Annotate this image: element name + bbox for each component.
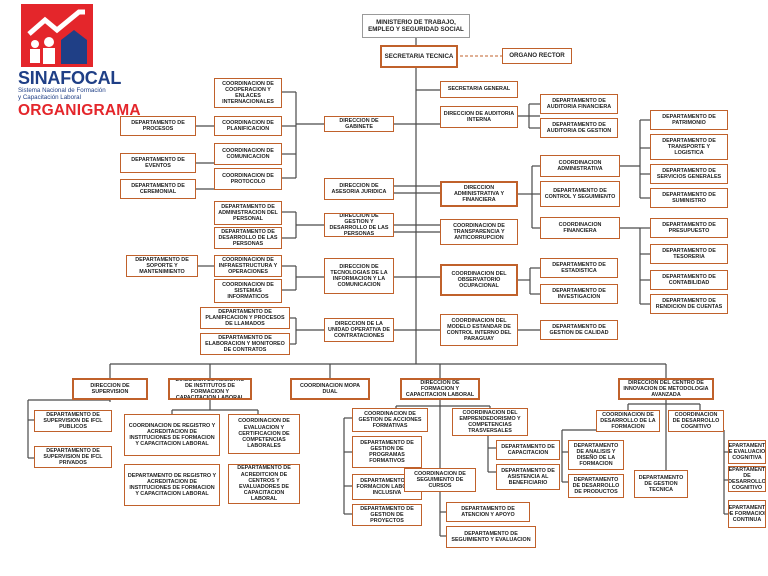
node-dir-gestion-personas: DIRECCION DE GESTION Y DESARROLLO DE LAS… (324, 213, 394, 237)
node-coord-acciones: COORDINACION DE GESTION DE ACCIONES FORM… (352, 408, 428, 432)
node-dir-registro: DIRECCION DE REGISTRO DE INSTITUTOS DE F… (168, 378, 252, 400)
node-dep-investigacion: DEPARTAMENTO DE INVESTIGACION (540, 284, 618, 304)
node-secretaria-general: SECRETARIA GENERAL (440, 81, 518, 98)
node-coord-financiera: COORDINACION FINANCIERA (540, 217, 620, 239)
node-dir-formacion: DIRECCION DE FORMACION Y CAPACITACION LA… (400, 378, 480, 400)
logo-emblem (21, 4, 93, 67)
node-dep-calidad: DEPARTAMENTO DE GESTION DE CALIDAD (540, 320, 618, 340)
node-dep-presupuesto: DEPARTAMENTO DE PRESUPUESTO (650, 218, 728, 238)
node-dep-servicios: DEPARTAMENTO DE SERVICIOS GENERALES (650, 164, 728, 184)
logo-line-2: y Capacitación Laboral (18, 94, 81, 101)
node-coord-seguimiento: COORDINACION DE SEGUIMIENTO DE CURSOS (404, 468, 476, 492)
node-dep-contabilidad: DEPARTAMENTO DE CONTABILIDAD (650, 270, 728, 290)
node-dep-des-cognitivo: DEPARTAMENTO DE DESARROLLO COGNITIVO (728, 466, 766, 492)
node-coord-planificacion: COORDINACION DE PLANIFICACION (214, 116, 282, 136)
node-coord-mopa: COORDINACION MOPA DUAL (290, 378, 370, 400)
node-dep-form-continua: DEPARTAMENTO DE FORMACION CONTINUA (728, 500, 766, 528)
node-dir-gabinete: DIRECCION DE GABINETE (324, 116, 394, 132)
node-dep-transporte: DEPARTAMENTO DE TRANSPORTE Y LOGISTICA (650, 134, 728, 160)
node-dep-estadistica: DEPARTAMENTO DE ESTADISTICA (540, 258, 618, 278)
node-dep-eventos: DEPARTAMENTO DE EVENTOS (120, 153, 196, 173)
node-coord-des-cognitivo: COORDINACION DE DESARROLLO COGNITIVO (668, 410, 724, 432)
page-title: ORGANIGRAMA (18, 102, 141, 119)
node-dep-aud-gestion: DEPARTAMENTO DE AUDITORIA DE GESTION (540, 118, 618, 138)
node-dep-sup-privados: DEPARTAMENTO DE SUPERVISION DE IFCL PRIV… (34, 446, 112, 468)
node-coord-transparencia: COORDINACION DE TRANSPARENCIA Y ANTICORR… (440, 219, 518, 245)
node-coord-infraestructura: COORDINACION DE INFRAESTRUCTURA Y OPERAC… (214, 255, 282, 277)
node-dir-tecnologias: DIRECCION DE TECNOLOGIAS DE LA INFORMACI… (324, 258, 394, 294)
node-dep-elaboracion: DEPARTAMENTO DE ELABORACION Y MONITOREO … (200, 333, 290, 355)
node-coord-meci: COORDINACION DEL MODELO ESTANDAR DE CONT… (440, 314, 518, 346)
node-coord-observatorio: COORDINACION DEL OBSERVATORIO OCUPACIONA… (440, 264, 518, 296)
node-ministerio: MINISTERIO DE TRABAJO, EMPLEO Y SEGURIDA… (362, 14, 470, 38)
node-dep-analisis: DEPARTAMENTO DE ANALISIS Y DISEÑO DE LA … (568, 440, 624, 470)
node-dep-patrimonio: DEPARTAMENTO DE PATRIMONIO (650, 110, 728, 130)
node-coord-registro-acred: COORDINACION DE REGISTRO Y ACREDITACION … (124, 414, 220, 456)
node-dep-programas: DEPARTAMENTO DE GESTION DE PROGRAMAS FOR… (352, 436, 422, 468)
logo-line-1: Sistema Nacional de Formación (18, 87, 106, 94)
node-dir-innovacion: DIRECCION DEL CENTRO DE INNOVACION DE ME… (618, 378, 714, 400)
node-dep-atencion: DEPARTAMENTO DE ATENCION Y APOYO (446, 502, 530, 522)
node-coord-comunicacion: COORDINACION DE COMUNICACION (214, 143, 282, 165)
node-dep-eval-cognitiva: DEPARTAMENTO DE EVALUACION COGNITIVA (728, 440, 766, 464)
logo-emblem-figures (27, 9, 87, 64)
node-dep-proyectos: DEPARTAMENTO DE GESTION DE PROYECTOS (352, 504, 422, 526)
node-dep-control: DEPARTAMENTO DE CONTROL Y SEGUIMIENTO (540, 181, 620, 207)
sinafocal-logo: SINAFOCAL Sistema Nacional de Formación … (14, 4, 141, 124)
node-dep-sup-publicos: DEPARTAMENTO DE SUPERVISION DE IFCL PUBL… (34, 410, 112, 432)
node-dep-procesos: DEPARTAMENTO DE PROCESOS (120, 116, 196, 136)
node-dir-contrataciones: DIRECCION DE LA UNIDAD OPERATIVA DE CONT… (324, 318, 394, 342)
node-dep-registro-acred: DEPARTAMENTO DE REGISTRO Y ACREDITACION … (124, 464, 220, 506)
node-dep-acred-centros: DEPARTAMENTO DE ACREDITCION DE CENTROS Y… (228, 464, 300, 504)
node-coord-sistemas: COORDINACION DE SISTEMAS INFORMATICOS (214, 279, 282, 303)
logo-wordmark: SINAFOCAL (18, 68, 122, 88)
node-dir-asesoria: DIRECCION DE ASESORIA JURIDICA (324, 178, 394, 200)
node-dep-capacitacion: DEPARTAMENTO DE CAPACITACION (496, 440, 560, 460)
node-dep-tesoreria: DEPARTAMENTO DE TESORERIA (650, 244, 728, 264)
node-dep-desarrollo-personas: DEPARTAMENTO DE DESARROLLO DE LAS PERSON… (214, 227, 282, 249)
node-dir-admin-fin: DIRECCION ADMINISTRATIVA Y FINANCIERA (440, 181, 518, 207)
node-dep-gestion-tecnica: DEPARTAMENTO DE GESTION TECNICA (634, 470, 688, 498)
node-coord-cooperacion: COORDINACION DE COOPERACION Y ENLACES IN… (214, 78, 282, 108)
node-dir-supervision: DIRECCION DE SUPERVISION (72, 378, 148, 400)
node-coord-evaluacion: COORDINACION DE EVALUACION Y CERTIFICACI… (228, 414, 300, 454)
node-dep-aud-financiera: DEPARTAMENTO DE AUDITORIA FINANCIERA (540, 94, 618, 114)
node-dep-seg-eval: DEPARTAMENTO DE SEGUIMIENTO Y EVALUACION (446, 526, 536, 548)
node-organo-rector: ORGANO RECTOR (502, 48, 572, 64)
node-coord-administrativa: COORDINACION ADMINISTRATIVA (540, 155, 620, 177)
node-coord-des-formacion: COORDINACION DE DESARROLLO DE LA FORMACI… (596, 410, 660, 432)
node-dep-suministro: DEPARTAMENTO DE SUMINISTRO (650, 188, 728, 208)
node-dep-ceremonial: DEPARTAMENTO DE CEREMONIAL (120, 179, 196, 199)
node-dep-planif-llamados: DEPARTAMENTO DE PLANIFICACION Y PROCESOS… (200, 307, 290, 329)
node-dep-rendicion: DEPARTAMENTO DE RENDICION DE CUENTAS (650, 294, 728, 314)
node-dep-des-productos: DEPARTAMENTO DE DESARROLLO DE PRODUCTOS (568, 474, 624, 498)
node-dir-auditoria: DIRECCION DE AUDITORIA INTERNA (440, 106, 518, 128)
node-dep-admin-personal: DEPARTAMENTO DE ADMINISTRACION DEL PERSO… (214, 201, 282, 225)
node-dep-soporte: DEPARTAMENTO DE SOPORTE Y MANTENIMIENTO (126, 255, 198, 277)
node-secretaria-tecnica: SECRETARIA TECNICA (380, 45, 458, 68)
node-coord-emprendedorismo: COORDINACION DEL EMPRENDEDORISMO Y COMPE… (452, 408, 528, 436)
node-dep-asistencia: DEPARTAMENTO DE ASISTENCIA AL BENEFICIAR… (496, 464, 560, 490)
node-coord-protocolo: COORDINACION DE PROTOCOLO (214, 168, 282, 190)
